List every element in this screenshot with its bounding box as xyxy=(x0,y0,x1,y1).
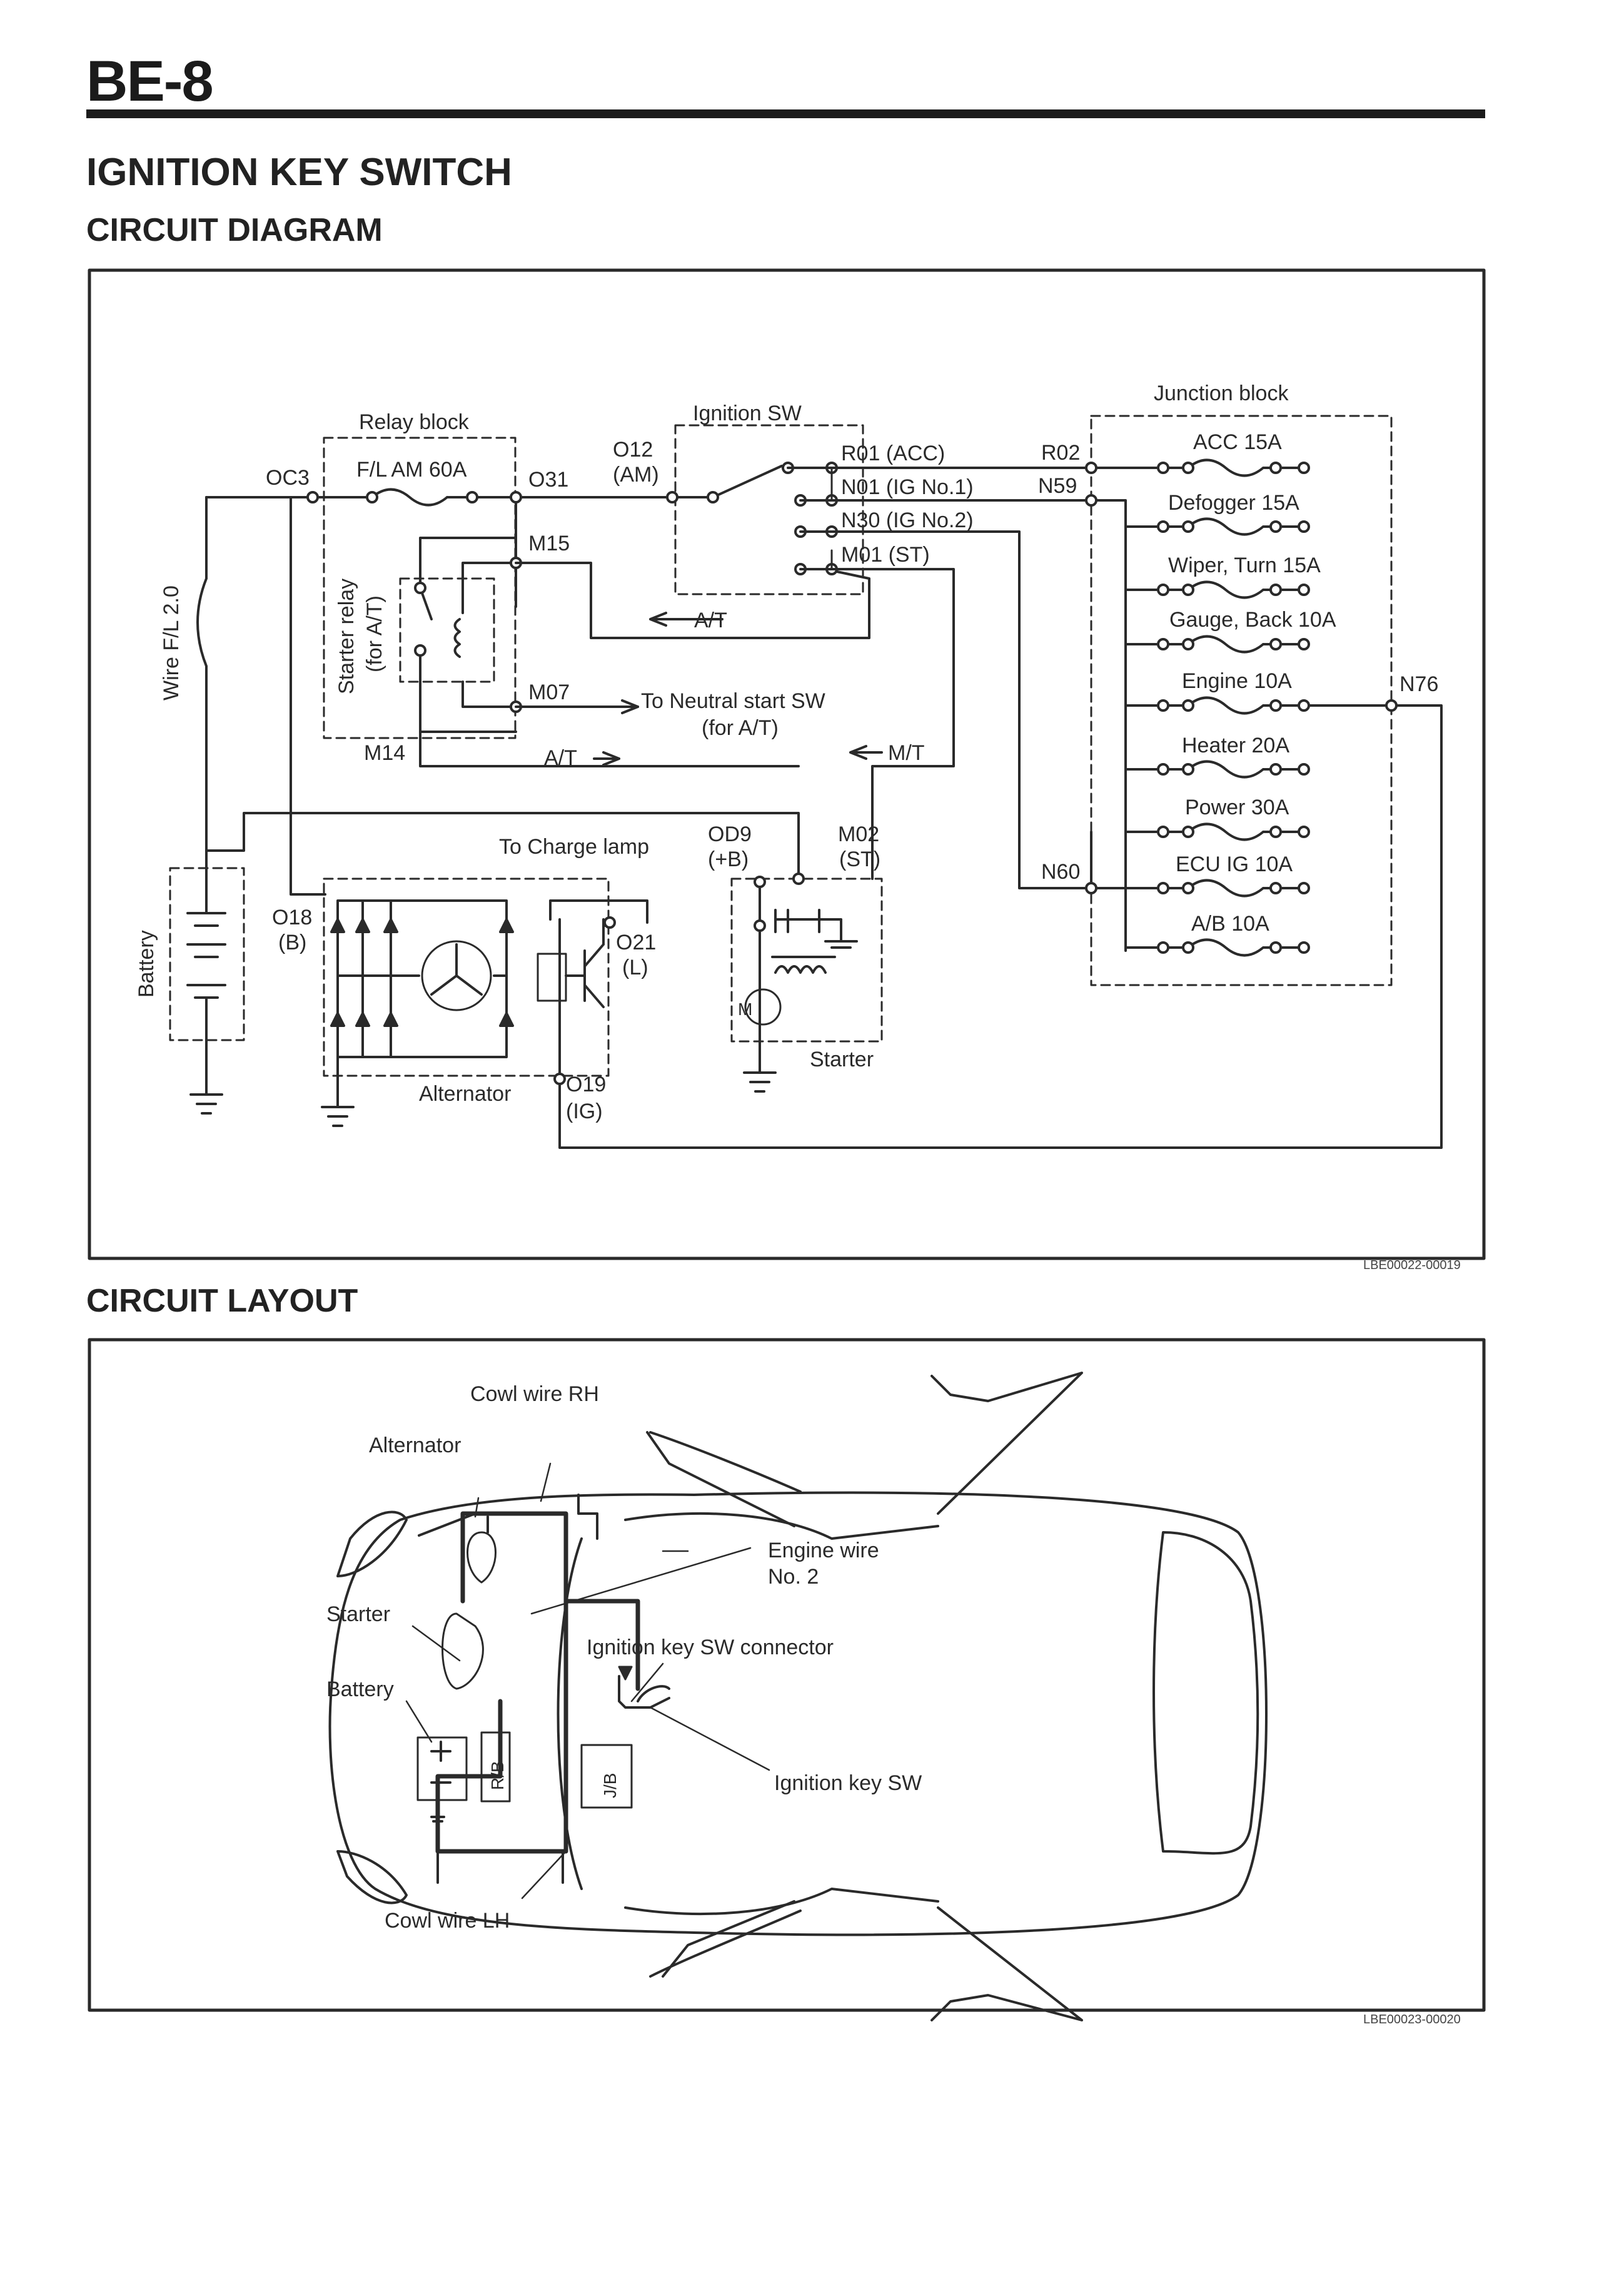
circuit-diagram-heading: CIRCUIT DIAGRAM xyxy=(86,212,383,248)
starter-part xyxy=(441,1612,484,1690)
fuse-label: Power 30A xyxy=(1185,796,1289,819)
r02-label: R02 xyxy=(1041,441,1080,465)
alternator-layout-label: Alternator xyxy=(369,1434,461,1457)
junction-fuses xyxy=(1157,458,1310,957)
cowl-wire-lh-label: Cowl wire LH xyxy=(385,1909,510,1933)
o21-l-label: (L) xyxy=(622,956,648,979)
at-arrow-label: A/T xyxy=(694,609,727,632)
m15-label: M15 xyxy=(528,532,570,555)
header-rule xyxy=(86,109,1485,118)
oc3-label: OC3 xyxy=(266,466,310,490)
motor-m-label: M xyxy=(738,999,752,1019)
starter-relay-label: Starter relay xyxy=(335,579,358,694)
o18-b-label: (B) xyxy=(278,931,306,954)
alternator-part xyxy=(467,1531,497,1584)
to-charge-lamp-label: To Charge lamp xyxy=(499,835,649,859)
o31-label: O31 xyxy=(528,468,568,492)
n59-label: N59 xyxy=(1038,474,1077,498)
cowl-line xyxy=(557,1537,583,1890)
section-title: IGNITION KEY SWITCH xyxy=(86,151,512,194)
car-body-outline xyxy=(328,1491,1268,1936)
starter-layout-label: Starter xyxy=(326,1602,390,1626)
diagram-frame xyxy=(88,268,1486,1260)
starter-label: Starter xyxy=(810,1048,874,1071)
ignition-connector-label: Ignition key SW connector xyxy=(587,1636,834,1659)
m07-label: M07 xyxy=(528,680,570,704)
o21-label: O21 xyxy=(616,931,656,954)
engine-wire-label-2: No. 2 xyxy=(768,1565,819,1589)
rear-window xyxy=(1152,1531,1259,1855)
m01-label: M01 (ST) xyxy=(841,543,930,567)
starter-box xyxy=(730,878,883,1043)
o19-ig-label: (IG) xyxy=(566,1100,603,1123)
rb-label: R/B xyxy=(488,1761,507,1790)
fuse-label: Defogger 15A xyxy=(1168,491,1299,515)
m02-st-label: (ST) xyxy=(839,847,880,871)
od9-label: OD9 xyxy=(708,822,752,846)
starter-motor xyxy=(744,988,782,1026)
at-arrow2-label: A/T xyxy=(544,746,577,770)
fuse-label: A/B 10A xyxy=(1191,912,1269,936)
battery-part xyxy=(416,1736,468,1801)
fuse-label: ACC 15A xyxy=(1193,430,1282,454)
alternator-label: Alternator xyxy=(419,1082,511,1106)
relay-block-part xyxy=(480,1731,511,1803)
wire-harness-main xyxy=(435,1511,640,1854)
alternator-stator xyxy=(421,940,492,1011)
am-label: (AM) xyxy=(613,463,659,487)
m14-label: M14 xyxy=(364,741,405,765)
relay-block-label: Relay block xyxy=(359,410,470,434)
n76-label: N76 xyxy=(1400,672,1438,696)
junction-block-label: Junction block xyxy=(1154,382,1289,405)
alternator-box xyxy=(323,878,610,1077)
fl-am-label: F/L AM 60A xyxy=(356,458,467,482)
battery-ground xyxy=(189,1093,223,1115)
engine-wire-label: Engine wire xyxy=(768,1539,879,1562)
battery-layout-label: Battery xyxy=(326,1677,394,1701)
relay-coil xyxy=(453,618,461,658)
ignition-sw-label: Ignition SW xyxy=(693,402,802,425)
starter-relay-box xyxy=(399,577,495,683)
diagram-figure-code: LBE00022-00019 xyxy=(1363,1258,1461,1272)
layout-frame xyxy=(88,1338,1486,2012)
jb-label: J/B xyxy=(600,1773,620,1798)
battery-cells xyxy=(186,862,226,1096)
o19-label: O19 xyxy=(566,1073,606,1096)
regulator xyxy=(537,953,567,1002)
starter-relay-at-label: (for A/T) xyxy=(363,595,386,672)
cowl-wire-rh-label: Cowl wire RH xyxy=(470,1382,599,1406)
fuse-label: Engine 10A xyxy=(1182,669,1292,693)
mt-arrow-label: M/T xyxy=(888,741,925,765)
junction-block-part xyxy=(580,1744,633,1809)
ignition-key-sw-label: Ignition key SW xyxy=(774,1771,922,1795)
neutral-start-label-2: (for A/T) xyxy=(702,716,779,740)
fl-am-fuse xyxy=(311,488,673,608)
fuse-label: Heater 20A xyxy=(1182,734,1289,757)
wire-battery-to-starter xyxy=(205,812,800,880)
fuse-label: Wiper, Turn 15A xyxy=(1168,554,1321,577)
relay-block-box xyxy=(323,437,517,739)
o18-label: O18 xyxy=(272,906,312,929)
n01-label: N01 (IG No.1) xyxy=(841,475,974,499)
wire-fusible-link xyxy=(196,496,208,864)
circuit-layout-heading: CIRCUIT LAYOUT xyxy=(86,1283,358,1319)
n60-label: N60 xyxy=(1041,860,1080,884)
neutral-start-label: To Neutral start SW xyxy=(641,689,825,713)
od9-b-label: (+B) xyxy=(708,847,749,871)
n30-label: N30 (IG No.2) xyxy=(841,508,974,532)
fuse-label: ECU IG 10A xyxy=(1176,852,1293,876)
page-number: BE-8 xyxy=(86,49,214,113)
fuse-label: Gauge, Back 10A xyxy=(1169,608,1336,632)
m02-label: M02 xyxy=(838,822,879,846)
battery-label: Battery xyxy=(134,930,158,998)
ignition-switch-box xyxy=(674,424,864,595)
wire-fl-label: Wire F/L 2.0 xyxy=(159,585,183,701)
o12-label: O12 xyxy=(613,438,653,462)
r01-label: R01 (ACC) xyxy=(841,442,945,465)
layout-figure-code: LBE00023-00020 xyxy=(1363,2013,1461,2026)
